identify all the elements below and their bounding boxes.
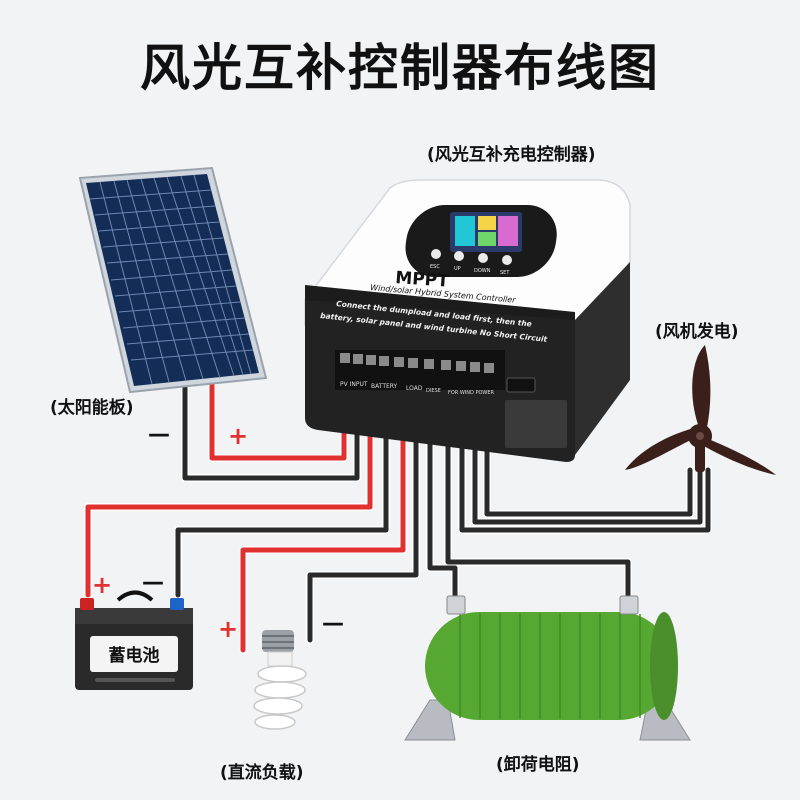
usb-port bbox=[506, 377, 536, 393]
solar-plus-sign: + bbox=[228, 422, 248, 450]
battery-label: 蓄电池 bbox=[109, 645, 160, 666]
wind-turbine-icon bbox=[625, 345, 776, 475]
terminal-label-wind: FOR WIND POWER bbox=[448, 390, 495, 396]
terminal-label-load: LOAD bbox=[406, 385, 423, 392]
load-minus-sign: — bbox=[322, 611, 344, 636]
terminal-label-diese: DIESE bbox=[426, 388, 441, 394]
controller-label: (风光互补充电控制器) bbox=[427, 145, 596, 165]
battery-minus-sign: — bbox=[142, 570, 164, 595]
down-button-label: DOWN bbox=[474, 268, 491, 274]
page-title: 风光互补控制器布线图 bbox=[140, 39, 660, 97]
dc-load-label: (直流负载) bbox=[220, 763, 304, 783]
dump-left-wire bbox=[427, 342, 458, 603]
dump-resistor-label: (卸荷电阻) bbox=[496, 755, 580, 775]
dump-resistor-icon bbox=[404, 595, 691, 741]
brand-text: MPPT bbox=[395, 268, 450, 292]
terminal-label-pv: PV INPUT bbox=[340, 381, 368, 388]
battery-plus-sign: + bbox=[92, 571, 112, 599]
light-bulb-icon bbox=[253, 630, 307, 730]
esc-button-icon bbox=[431, 249, 441, 259]
up-button-icon bbox=[454, 251, 464, 261]
load-negative-wire bbox=[307, 342, 419, 643]
solar-minus-sign: — bbox=[148, 422, 170, 447]
down-button-icon bbox=[478, 253, 488, 263]
battery-icon bbox=[75, 590, 193, 690]
set-button-icon bbox=[502, 255, 512, 265]
vent-grid bbox=[505, 400, 567, 448]
terminal-label-battery: BATTERY bbox=[371, 383, 398, 390]
esc-button-label: ESC bbox=[430, 264, 440, 270]
solar-panel bbox=[78, 166, 268, 394]
set-button-label: SET bbox=[500, 270, 510, 276]
load-plus-sign: + bbox=[218, 615, 238, 643]
solar-panel-label: (太阳能板) bbox=[50, 398, 134, 418]
dump-right-wire bbox=[445, 342, 631, 603]
controller bbox=[304, 179, 631, 462]
load-positive-wire bbox=[240, 342, 406, 653]
wind-turbine-label: (风机发电) bbox=[655, 322, 739, 342]
up-button-label: UP bbox=[454, 266, 461, 272]
